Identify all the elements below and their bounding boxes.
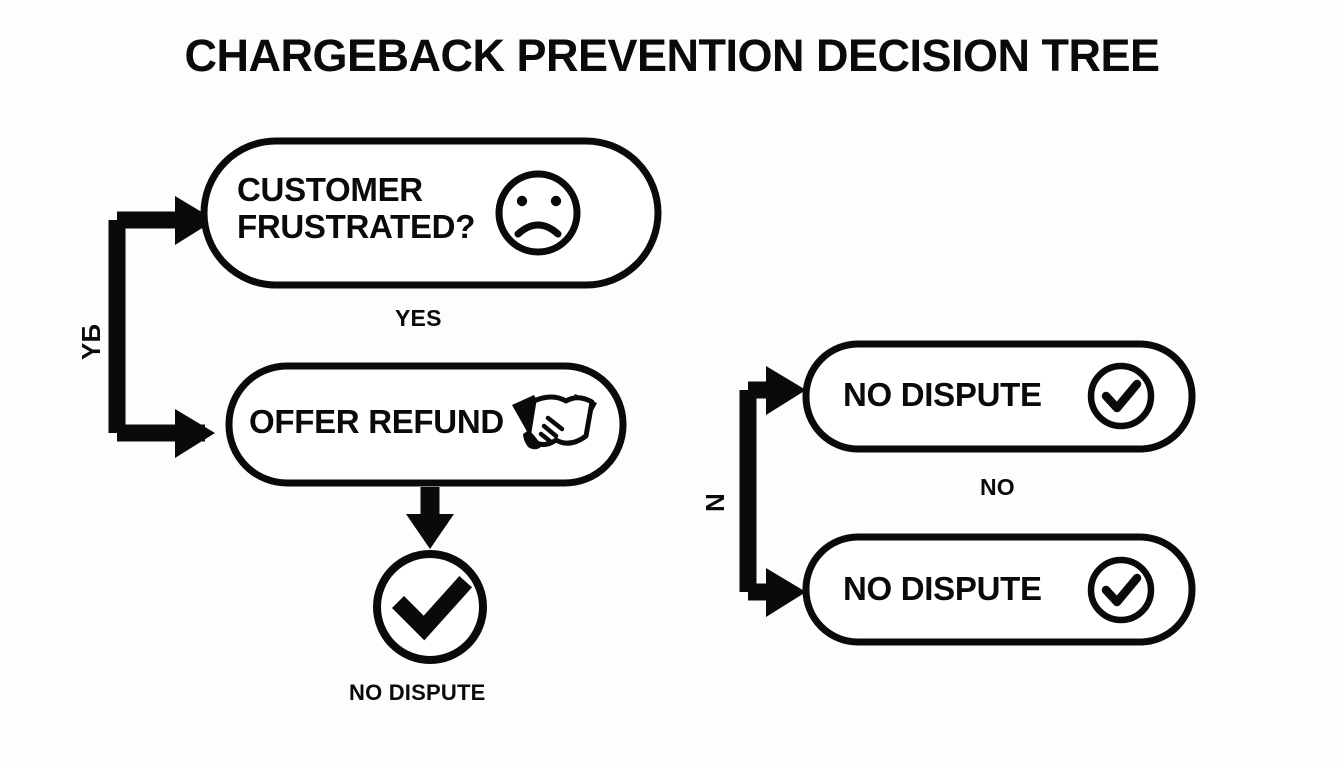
check-circle-icon <box>1087 362 1155 430</box>
node-label-no-dispute-top: NO DISPUTE <box>843 376 1042 413</box>
edge-label-yes: YES <box>395 305 442 331</box>
edge-label-yes-branch: YƂ <box>76 323 106 360</box>
terminal-caption: NO DISPUTE <box>349 680 486 705</box>
node-label-customer-frustrated: CUSTOMER FRUSTRATED? <box>237 171 476 245</box>
node-no-dispute-top[interactable] <box>802 340 1196 453</box>
node-label-offer-refund: OFFER REFUND <box>249 403 504 440</box>
check-circle-icon <box>1087 556 1155 624</box>
right-branch-connector <box>739 366 806 617</box>
left-branch-connector <box>108 196 215 458</box>
terminal-check-circle-icon <box>373 550 487 664</box>
node-offer-refund[interactable] <box>225 362 627 487</box>
edge-label-no-branch: N <box>700 493 730 512</box>
node-label-no-dispute-bottom: NO DISPUTE <box>843 570 1042 607</box>
arrow-refund-to-terminal <box>406 487 454 549</box>
page-title: CHARGEBACK PREVENTION DECISION TREE <box>184 30 1160 81</box>
node-no-dispute-bottom[interactable] <box>802 533 1196 646</box>
sad-face-icon <box>495 170 581 256</box>
handshake-icon <box>512 394 597 450</box>
edge-label-no: NO <box>980 474 1015 500</box>
